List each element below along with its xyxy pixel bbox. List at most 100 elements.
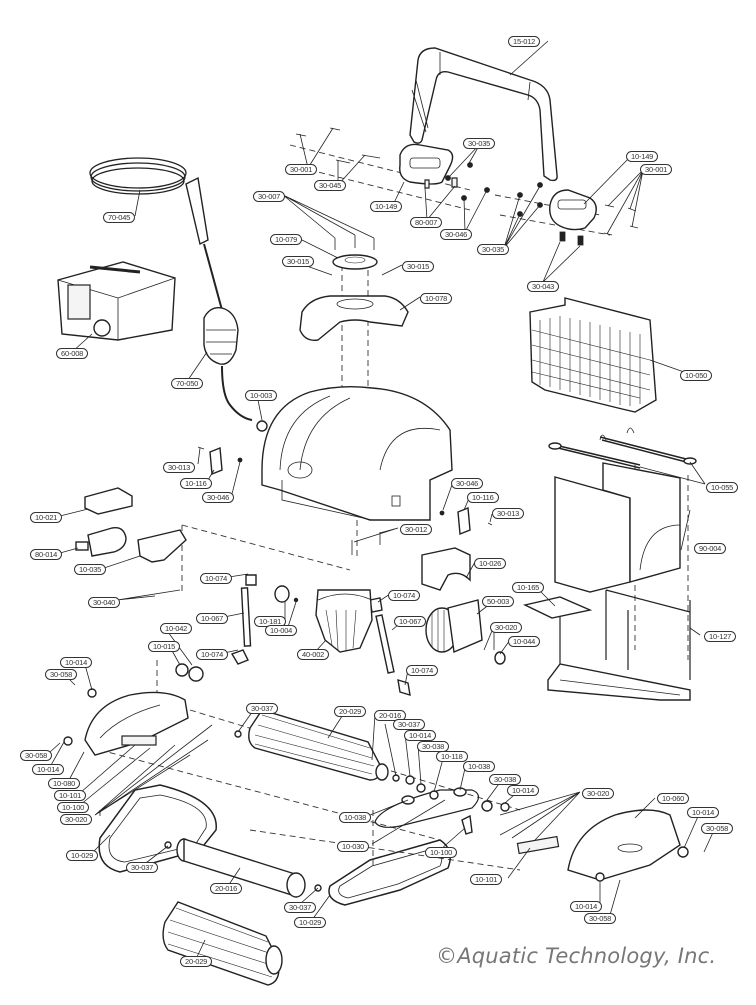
part-label-washer-top: 30-037 [393, 719, 426, 730]
part-label-bearing-left-top: 10-014 [60, 657, 93, 668]
part-label-handle: 15-012 [508, 36, 541, 47]
part-label-side-screws-right: 30-020 [582, 788, 615, 799]
part-label-chassis-screws: 30-012 [400, 524, 433, 535]
part-label-swivel-cable: 70-045 [103, 212, 136, 223]
part-label-pulley-idler-right: 10-038 [463, 761, 496, 772]
part-label-washer-right-low: 30-037 [284, 902, 317, 913]
part-label-impeller-oring: 10-004 [265, 625, 298, 636]
part-label-bearing-left: 10-014 [32, 764, 65, 775]
part-label-power-supply: 60-008 [56, 348, 89, 359]
hoses-right [369, 597, 411, 696]
part-label-gyro-bracket: 10-035 [74, 564, 107, 575]
part-label-pulley: 10-118 [436, 751, 468, 762]
part-label-handle-screws: 30-001 [285, 164, 318, 175]
part-label-bracket-screws: 30-040 [88, 597, 121, 608]
part-label-filter-canister: 90-004 [694, 543, 727, 554]
part-label-side-screw-left: 30-013 [163, 462, 196, 473]
part-label-foam-block: 10-021 [30, 512, 63, 523]
part-label-bearing-right: 10-014 [507, 785, 540, 796]
part-label-cable-float: 70-050 [171, 378, 204, 389]
part-label-handle-mount-left: 10-149 [370, 201, 403, 212]
part-label-track-right: 10-029 [294, 917, 327, 928]
part-label-hose-elbow-d: 10-074 [406, 665, 439, 676]
part-label-gear-plate-left: 10-100 [57, 802, 90, 813]
part-label-roller-shaft-top: 20-016 [374, 710, 407, 721]
side-plate-left-part [63, 663, 204, 756]
top-cover-part [299, 295, 409, 341]
part-label-side-screw-right: 30-013 [492, 508, 525, 519]
part-label-gyro: 80-014 [30, 549, 63, 560]
part-label-clip-left: 30-058 [20, 750, 53, 761]
part-label-drive-motor: 50-003 [482, 596, 515, 607]
part-label-swivel-screws-right: 30-015 [402, 261, 435, 272]
part-label-side-plate-right: 10-060 [657, 793, 690, 804]
filter-canister-part [554, 462, 681, 593]
part-label-handle-screws-right: 30-001 [640, 164, 673, 175]
handle-part [409, 47, 558, 182]
part-label-swivel-screws-left: 30-015 [282, 256, 315, 267]
part-label-weight: 10-165 [512, 582, 545, 593]
part-label-motor-bushing: 10-044 [508, 636, 541, 647]
handle-mount-left-part [399, 143, 454, 185]
part-label-side-plate-left: 10-080 [48, 778, 81, 789]
part-label-hose-elbow-b: 10-074 [196, 649, 229, 660]
part-label-gear-cover-left: 10-101 [54, 790, 87, 801]
weight-part [522, 596, 593, 619]
part-label-bearing-a: 10-015 [148, 641, 181, 652]
gyro-bracket-part [137, 529, 187, 563]
track-left-part [98, 784, 217, 873]
part-label-pulley-bushing: 10-042 [160, 623, 193, 634]
part-label-elbow-right: 10-100 [425, 847, 458, 858]
pump-motor-part [315, 589, 373, 653]
brush-roller-low-part [162, 901, 283, 986]
part-label-clip-right: 30-058 [701, 823, 734, 834]
part-label-hose-a: 10-067 [196, 613, 229, 624]
part-label-pulley-idler-left: 10-038 [339, 812, 372, 823]
part-label-washer-left-low: 30-037 [126, 862, 159, 873]
part-label-float-block: 10-026 [474, 558, 507, 569]
drive-belt-part [374, 787, 510, 835]
handle-hardware [295, 127, 639, 236]
part-label-handle-nuts: 30-046 [440, 229, 473, 240]
part-label-handle-mount-right: 10-149 [626, 151, 659, 162]
part-label-hose-elbow-c: 10-074 [388, 590, 421, 601]
part-label-side-bracket-right: 10-116 [467, 492, 499, 503]
part-label-roller-shaft-low: 20-016 [210, 883, 243, 894]
part-label-filter-basket: 10-050 [680, 370, 713, 381]
part-label-canister-clips: 10-055 [706, 482, 739, 493]
gyro-part [75, 527, 127, 557]
side-bracket-left-part [197, 446, 243, 475]
part-label-filter-frame: 10-127 [704, 631, 737, 642]
part-label-handle-clips: 80-007 [410, 217, 443, 228]
part-label-drive-belt: 10-030 [337, 841, 370, 852]
part-label-swivel-cap: 10-079 [270, 234, 303, 245]
part-label-motor-screws: 30-020 [490, 622, 523, 633]
drive-motor-part [425, 599, 506, 665]
roller-shaft-low-part [164, 838, 322, 898]
part-label-hose-elbow-a: 10-074 [200, 573, 233, 584]
canister-clips-part [548, 427, 697, 469]
hoses-left [230, 574, 257, 665]
part-label-side-bracket-left: 10-116 [180, 478, 212, 489]
part-label-top-cover: 10-078 [420, 293, 453, 304]
part-label-bearing-right-low: 10-014 [570, 901, 603, 912]
part-label-hose-b: 10-067 [394, 616, 427, 627]
side-plate-right-part [516, 809, 689, 882]
part-label-handle-caps-left: 30-035 [463, 138, 496, 149]
float-block-part [421, 547, 471, 591]
part-label-brush-roller-low: 20-029 [180, 956, 213, 967]
swivel-cable-part [89, 157, 253, 421]
part-label-washer-right: 30-038 [489, 774, 522, 785]
copyright-notice: ©Aquatic Technology, Inc. [436, 944, 717, 968]
foam-block-part [84, 487, 133, 515]
part-label-bearing-right-b: 10-014 [687, 807, 720, 818]
part-label-clip-right-low: 30-058 [584, 913, 617, 924]
part-label-handle-caps-right: 30-035 [477, 244, 510, 255]
filter-basket-part [529, 297, 657, 413]
part-label-cable-grommet: 10-003 [245, 390, 278, 401]
chassis-body-part [256, 385, 453, 521]
part-label-pump-motor: 40-002 [297, 649, 330, 660]
part-label-bearing-top: 10-014 [404, 730, 437, 741]
